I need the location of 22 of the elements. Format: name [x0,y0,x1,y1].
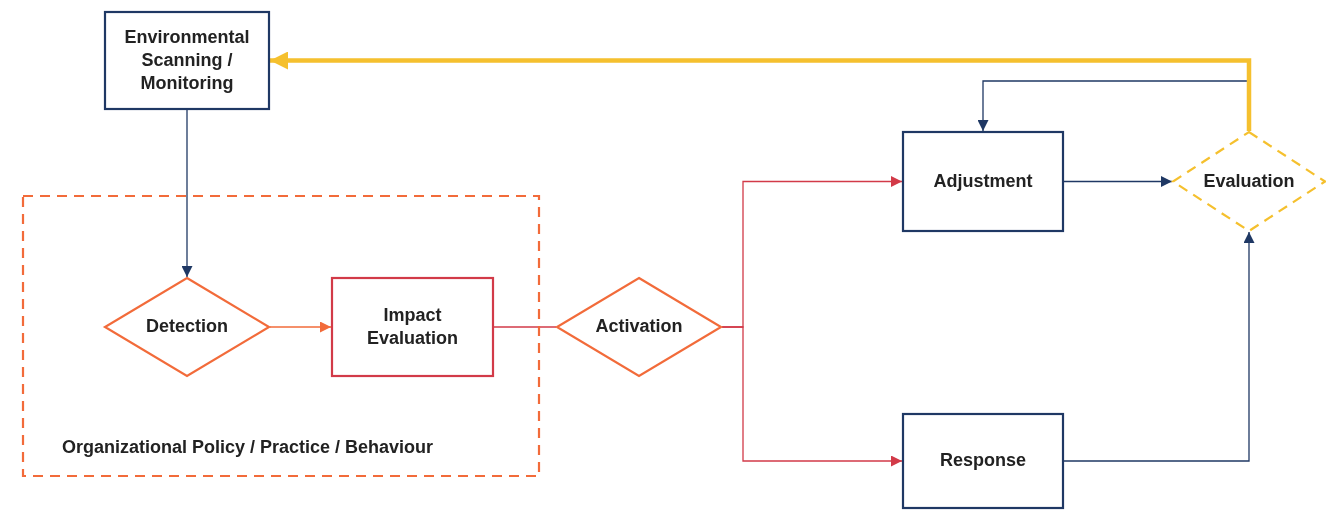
decision-diamond [1172,131,1326,232]
arrow [270,51,1252,131]
arrow [1063,176,1173,187]
process-box [902,131,1064,232]
node-label: Activation [594,315,684,339]
process-box [331,277,494,377]
process-box [104,11,270,110]
arrow [269,321,332,333]
node-label: Evaluation [1202,169,1296,193]
node-label: Adjustment [932,169,1034,193]
node-label: Environmental Scanning / Monitoring [123,25,251,96]
decision-diamond [556,277,722,377]
node-label: Detection [145,315,229,339]
process-box [902,413,1064,509]
arrow [181,109,193,278]
node-label: Response [939,449,1027,473]
decision-diamond [104,277,270,377]
node-label: Impact Evaluation [366,303,459,350]
arrow [1063,231,1255,462]
arrow [721,326,903,467]
group-label: Organizational Policy / Practice / Behaviour [62,435,434,459]
group-frame [22,195,540,477]
